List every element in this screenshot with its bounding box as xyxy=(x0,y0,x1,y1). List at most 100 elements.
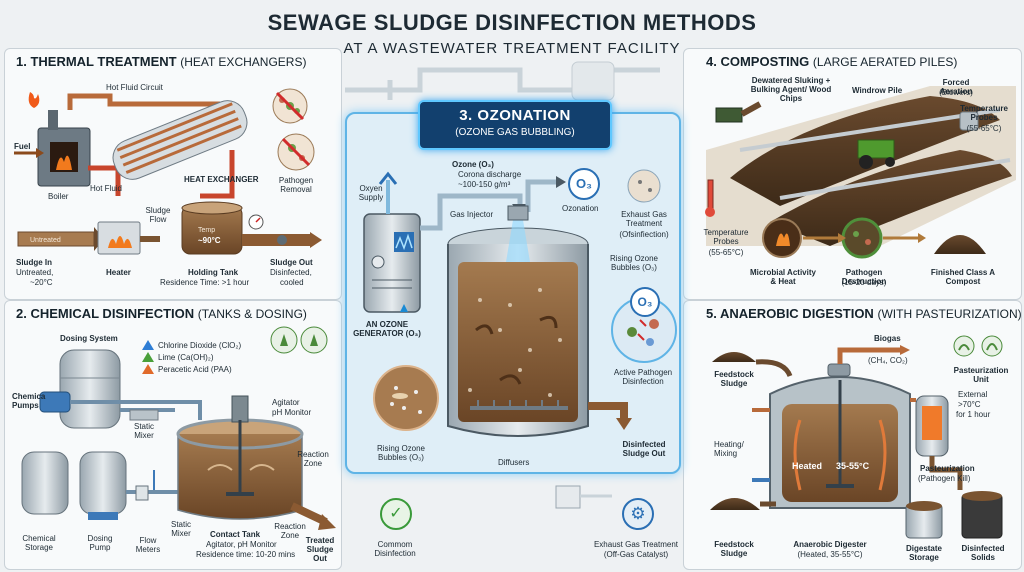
label-disinfected-solids: Disinfected Solids xyxy=(961,544,1005,562)
o3-symbol: O₃ xyxy=(575,176,593,191)
anaerobic-graphics xyxy=(710,335,1003,539)
anaerobic-title-main: 5. ANAEROBIC DIGESTION xyxy=(706,306,874,321)
label-sludge-in-sub2: ~20°C xyxy=(30,278,53,287)
label-external-temp: >70°C xyxy=(958,400,981,409)
composting-title-main: 4. COMPOSTING xyxy=(706,54,810,69)
composting-title-sub: (LARGE AERATED PILES) xyxy=(812,55,958,69)
label-temp-probes-2: Temperature Probes xyxy=(703,228,749,246)
thermal-title-sub: (HEAT EXCHANGERS) xyxy=(180,55,307,69)
label-windrow: Windrow Pile xyxy=(852,86,903,95)
label-hot-fluid-circuit: Hot Fluid Circuit xyxy=(106,83,163,92)
label-oxygen-supply: Oxyen Supply xyxy=(358,184,384,202)
label-chemical-storage: Chemical Storage xyxy=(22,534,56,552)
label-hot-fluid: Hot Fluid xyxy=(89,184,122,193)
label-heated-range: 35-55°C xyxy=(836,461,870,471)
background-tank xyxy=(571,61,615,101)
label-residence-time: Residence Time: >1 hour xyxy=(160,278,250,287)
label-rising-bubbles-2: Rising Ozone Bubbles (O₃) xyxy=(376,444,426,462)
o3-badge-small: O₃ xyxy=(630,287,660,317)
chemical-graphics xyxy=(21,326,336,530)
label-pasteurization-unit: Pasteurization Unit xyxy=(953,366,1009,384)
label-sludge-in-sub1: Untreated, xyxy=(16,268,54,277)
label-reaction-zone-2: Reaction Zone xyxy=(274,522,306,540)
label-ph-monitor: pH Monitor xyxy=(272,408,312,417)
legend-chlorine: Chlorine Dioxide (ClO₂) xyxy=(158,341,242,350)
label-rising-bubbles: Rising Ozone Bubbles (O₃) xyxy=(609,254,659,272)
label-temp-value: ~90°C xyxy=(198,236,221,245)
anaerobic-title: 5. ANAEROBIC DIGESTION (WITH PASTEURIZAT… xyxy=(706,306,1022,321)
label-contact-tank-sub1: Agitator, pH Monitor xyxy=(206,540,277,549)
o3-symbol-small: O₃ xyxy=(637,295,653,309)
label-digestate: Digestate Storage xyxy=(905,544,942,562)
shield-icon: ✓ xyxy=(380,498,412,530)
legend-paa: Peracetic Acid (PAA) xyxy=(158,365,232,374)
label-reaction-zone: Reaction Zone xyxy=(297,450,329,468)
label-exhaust-gas: Exhaust Gas Treatment xyxy=(621,210,667,228)
label-digester-sub: (Heated, 35-55°C) xyxy=(797,550,863,559)
label-pathogen-removal: Pathogen Removal xyxy=(278,176,314,194)
label-digester: Anaerobic Digester xyxy=(793,540,867,549)
label-blowers: (Blowers) xyxy=(939,88,973,97)
label-dose: ~100-150 g/m³ xyxy=(458,180,511,189)
label-ozonation: Ozonation xyxy=(562,204,599,213)
label-static-mixer-2: Static Mixer xyxy=(170,520,191,538)
label-biogas: Biogas xyxy=(874,334,901,343)
label-common-disinfection: Commom Disinfection xyxy=(374,540,416,558)
o3-badge: O₃ xyxy=(568,168,600,200)
thermal-graphics xyxy=(14,88,322,255)
label-exhaust-treatment-sub: (Off-Gas Catalyst) xyxy=(603,550,669,559)
label-pathogen-kill: (Pathogen Kill) xyxy=(918,474,971,483)
label-pasteurization: Pasteurization xyxy=(920,464,975,473)
thermal-title: 1. THERMAL TREATMENT (HEAT EXCHANGERS) xyxy=(16,54,306,69)
label-sludge-out-sub1: Disinfected, xyxy=(270,268,312,277)
label-dosing-pump: Dosing Pump xyxy=(87,534,113,552)
label-pathogen-days: (15-20 days) xyxy=(841,278,887,287)
label-chemica-pumps: Chemica Pumps xyxy=(12,392,46,410)
label-corona: Corona discharge xyxy=(458,170,522,179)
label-static-mixer: Static Mixer xyxy=(133,422,154,440)
label-external-time: for 1 hour xyxy=(956,410,991,419)
label-external: External xyxy=(958,390,988,399)
thermal-title-main: 1. THERMAL TREATMENT xyxy=(16,54,177,69)
label-biogas-sub: (CH₄, CO₂) xyxy=(868,356,908,365)
label-exhaust-gas-sub: (Ofsinfiection) xyxy=(619,230,669,239)
page-title: SEWAGE SLUDGE DISINFECTION METHODS xyxy=(267,10,757,35)
label-sludge-flow: Sludge Flow xyxy=(145,206,171,224)
label-dewatered: Dewatered Sluking + Bulking Agent/ Wood … xyxy=(750,76,832,103)
label-heated: Heated xyxy=(792,461,823,471)
chemical-title-sub: (TANKS & DOSING) xyxy=(197,307,307,321)
label-gas-injector: Gas Injector xyxy=(450,210,494,219)
label-heater: Heater xyxy=(106,268,131,277)
panel-ozonation xyxy=(345,112,681,474)
label-treated-sludge-out: Treated Sludge Out xyxy=(305,536,335,563)
label-flow-meters: Flow Meters xyxy=(135,536,161,554)
label-sludge-in: Sludge In xyxy=(16,258,52,267)
label-fuel: Fuel xyxy=(14,142,31,151)
chemical-title-main: 2. CHEMICAL DISINFECTION xyxy=(16,306,195,321)
label-feedstock: Feedstock Sludge xyxy=(714,370,754,388)
label-microbial: Microbial Activity & Heat xyxy=(750,268,816,286)
gear-icon: ⚙ xyxy=(622,498,654,530)
label-ozone: Ozone (O₃) xyxy=(452,160,494,169)
ozonation-header: 3. OZONATION (OZONE GAS BUBBLING) xyxy=(418,100,612,150)
anaerobic-title-sub: (WITH PASTEURIZATION) xyxy=(877,307,1022,321)
label-temp: Temp xyxy=(198,227,216,234)
label-contact-tank-sub2: Residence time: 10-20 mins xyxy=(196,550,296,559)
label-active-pathogen: Active Pathogen Disinfection xyxy=(613,368,673,386)
label-feedstock-2: Feedstock Sludge xyxy=(714,540,754,558)
label-pipe-untreated: Untreated xyxy=(30,237,61,244)
label-exhaust-treatment: Exhaust Gas Treatment xyxy=(593,540,679,549)
label-forced-aeration: Forced Aeration xyxy=(939,78,973,96)
label-boiler: Boiler xyxy=(48,192,69,201)
label-sludge-out-sub2: cooled xyxy=(280,278,304,287)
label-sludge-out: Sludge Out xyxy=(270,258,313,267)
ozonation-subtitle: (OZONE GAS BUBBLING) xyxy=(455,127,575,138)
page-subtitle: AT A WASTEWATER TREATMENT FACILITY xyxy=(343,40,681,57)
label-disinfected-out: Disinfected Sludge Out xyxy=(622,440,666,458)
label-diffusers: Diffusers xyxy=(498,458,530,467)
label-holding-tank: Holding Tank xyxy=(188,268,239,277)
legend-lime: Lime (Ca(OH)₂) xyxy=(158,353,214,362)
label-temp-range: (55-65°C) xyxy=(966,124,1002,133)
chemical-title: 2. CHEMICAL DISINFECTION (TANKS & DOSING… xyxy=(16,306,307,321)
